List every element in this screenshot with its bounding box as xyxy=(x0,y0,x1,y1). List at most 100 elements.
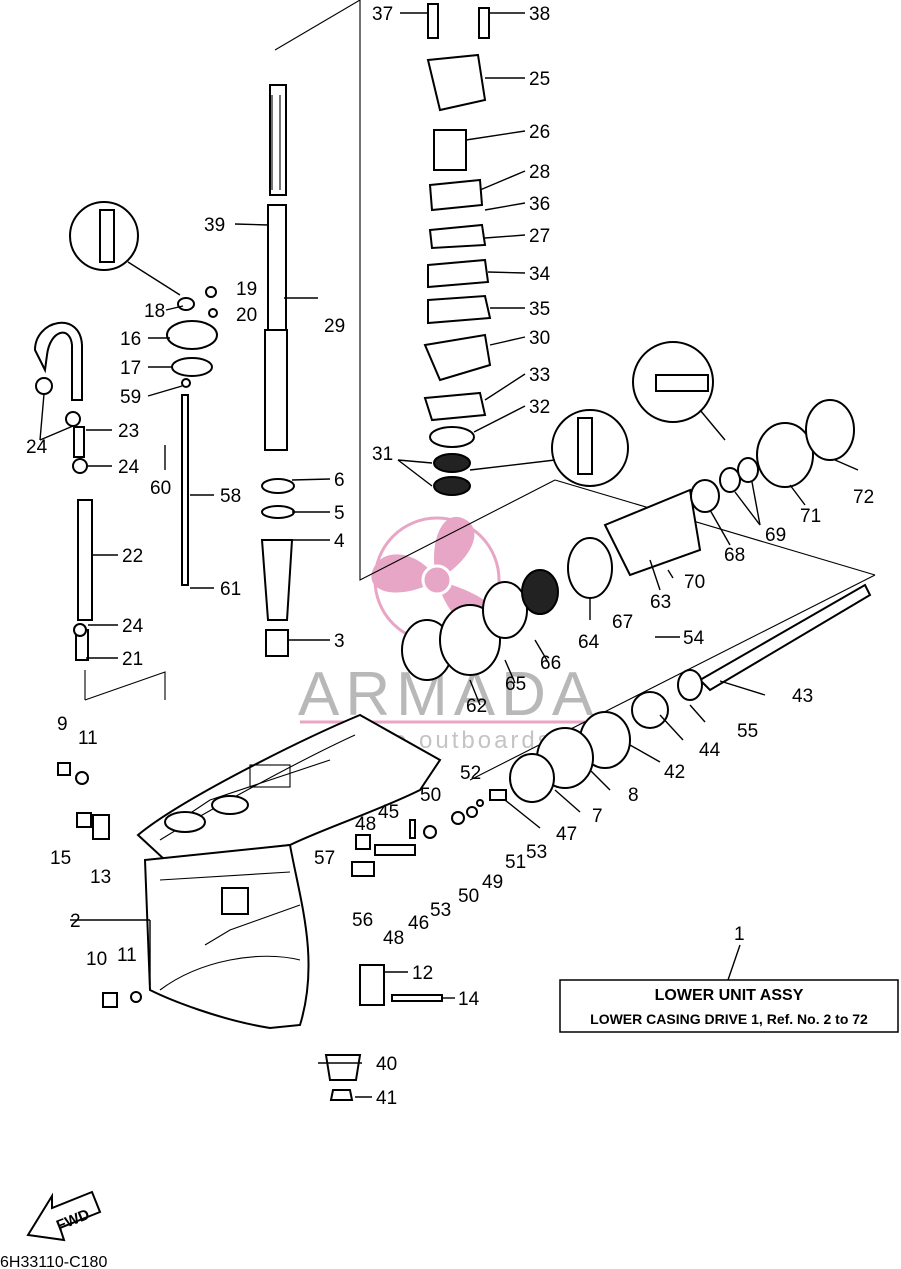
shift-plunger-parts xyxy=(351,789,507,877)
part-number: 23 xyxy=(118,421,139,442)
part-number: 55 xyxy=(737,721,758,742)
part-number: 50 xyxy=(420,785,441,806)
part-number: 5 xyxy=(334,503,345,524)
part-number: 48 xyxy=(355,814,376,835)
part-number: 34 xyxy=(529,264,551,285)
fwd-arrow-icon: FWD xyxy=(26,1190,102,1242)
part-number: 2 xyxy=(70,911,81,932)
part-number: 28 xyxy=(529,162,550,183)
part-number: 24 xyxy=(26,437,48,458)
part-number: 6 xyxy=(334,470,345,491)
part-number: 18 xyxy=(144,301,165,322)
part-number: 64 xyxy=(578,632,600,653)
part-number: 69 xyxy=(765,525,786,546)
part-number: 43 xyxy=(792,686,813,707)
part-number: 57 xyxy=(314,848,335,869)
part-number: 62 xyxy=(466,696,487,717)
part-number: 49 xyxy=(482,872,503,893)
gear-oil-callout-icon xyxy=(469,409,629,487)
part-number-labels: 37 38 25 26 28 36 27 34 35 30 33 32 31 3… xyxy=(26,4,874,1109)
lower-casing xyxy=(136,713,442,1030)
part-number: 31 xyxy=(372,444,393,465)
gasket-maker-callout-icon xyxy=(632,341,726,441)
drain-plugs xyxy=(57,762,142,1008)
part-number: 53 xyxy=(526,842,547,863)
shift-cam-assy xyxy=(166,286,218,388)
part-number: 70 xyxy=(684,572,705,593)
part-number: 35 xyxy=(529,299,550,320)
part-number: 50 xyxy=(458,886,479,907)
part-number: 12 xyxy=(412,963,433,984)
part-number: 56 xyxy=(352,910,373,931)
part-number: 67 xyxy=(612,612,633,633)
part-number: 51 xyxy=(505,852,526,873)
part-number: 14 xyxy=(458,989,480,1010)
part-number: 30 xyxy=(529,328,550,349)
part-number: 66 xyxy=(540,653,561,674)
pinion-gear xyxy=(324,1054,362,1101)
part-number: 40 xyxy=(376,1054,397,1075)
part-number: 46 xyxy=(408,913,429,934)
part-number: 16 xyxy=(120,329,141,350)
part-number: 25 xyxy=(529,69,550,90)
part-number: 29 xyxy=(324,316,345,337)
part-number: 41 xyxy=(376,1088,397,1109)
assy-title: LOWER UNIT ASSY xyxy=(655,987,804,1004)
part-number: 4 xyxy=(334,531,345,552)
part-number: 15 xyxy=(50,848,71,869)
part-number: 36 xyxy=(529,194,550,215)
part-number: 44 xyxy=(699,740,721,761)
part-number: 63 xyxy=(650,592,671,613)
assy-info-box: LOWER UNIT ASSY LOWER CASING DRIVE 1, Re… xyxy=(559,979,899,1033)
part-number: 59 xyxy=(120,387,141,408)
part-number: 45 xyxy=(378,802,399,823)
part-number: 65 xyxy=(505,674,526,695)
part-number: 7 xyxy=(592,806,603,827)
part-number: 42 xyxy=(664,762,685,783)
part-number: 68 xyxy=(724,545,745,566)
part-number: 26 xyxy=(529,122,550,143)
part-number: 54 xyxy=(683,628,705,649)
part-number: 48 xyxy=(383,928,404,949)
drive-shaft xyxy=(264,84,288,451)
water-pump-assy xyxy=(423,3,492,496)
part-number: 58 xyxy=(220,486,241,507)
trim-tab-anode xyxy=(359,964,443,1006)
assy-subtitle: LOWER CASING DRIVE 1, Ref. No. 2 to 72 xyxy=(590,1011,868,1027)
part-number: 71 xyxy=(800,506,821,527)
part-number: 72 xyxy=(853,487,874,508)
part-number: 60 xyxy=(150,478,171,499)
part-number: 10 xyxy=(86,949,107,970)
diagram-code: 6H33110-C180 xyxy=(0,1254,107,1269)
part-number: 52 xyxy=(460,763,481,784)
part-number: 61 xyxy=(220,579,241,600)
part-number: 17 xyxy=(120,358,141,379)
part-number: 27 xyxy=(529,226,550,247)
part-number: 3 xyxy=(334,631,345,652)
drive-shaft-bearing-housing xyxy=(260,478,295,657)
part-number: 33 xyxy=(529,365,550,386)
assy-callout-number: 1 xyxy=(734,924,745,945)
assembly-frame-lines xyxy=(84,0,876,781)
part-number: 19 xyxy=(236,279,257,300)
propeller-shaft-assy xyxy=(401,399,872,803)
part-number: 38 xyxy=(529,4,550,25)
part-number: 21 xyxy=(122,649,143,670)
part-number: 24 xyxy=(122,616,144,637)
part-number: 20 xyxy=(236,305,257,326)
shift-rod xyxy=(181,394,189,586)
part-number: 22 xyxy=(122,546,143,567)
part-number: 53 xyxy=(430,900,451,921)
part-number: 8 xyxy=(628,785,639,806)
part-number: 11 xyxy=(117,945,137,966)
water-tube xyxy=(33,321,93,661)
part-number: 47 xyxy=(556,824,577,845)
part-number: 32 xyxy=(529,397,550,418)
part-number: 39 xyxy=(204,215,225,236)
leader-lines xyxy=(39,12,859,1098)
grease-callout-icon xyxy=(69,201,181,296)
part-number: 9 xyxy=(57,714,68,735)
part-number: 13 xyxy=(90,867,111,888)
part-number: 11 xyxy=(78,728,98,749)
